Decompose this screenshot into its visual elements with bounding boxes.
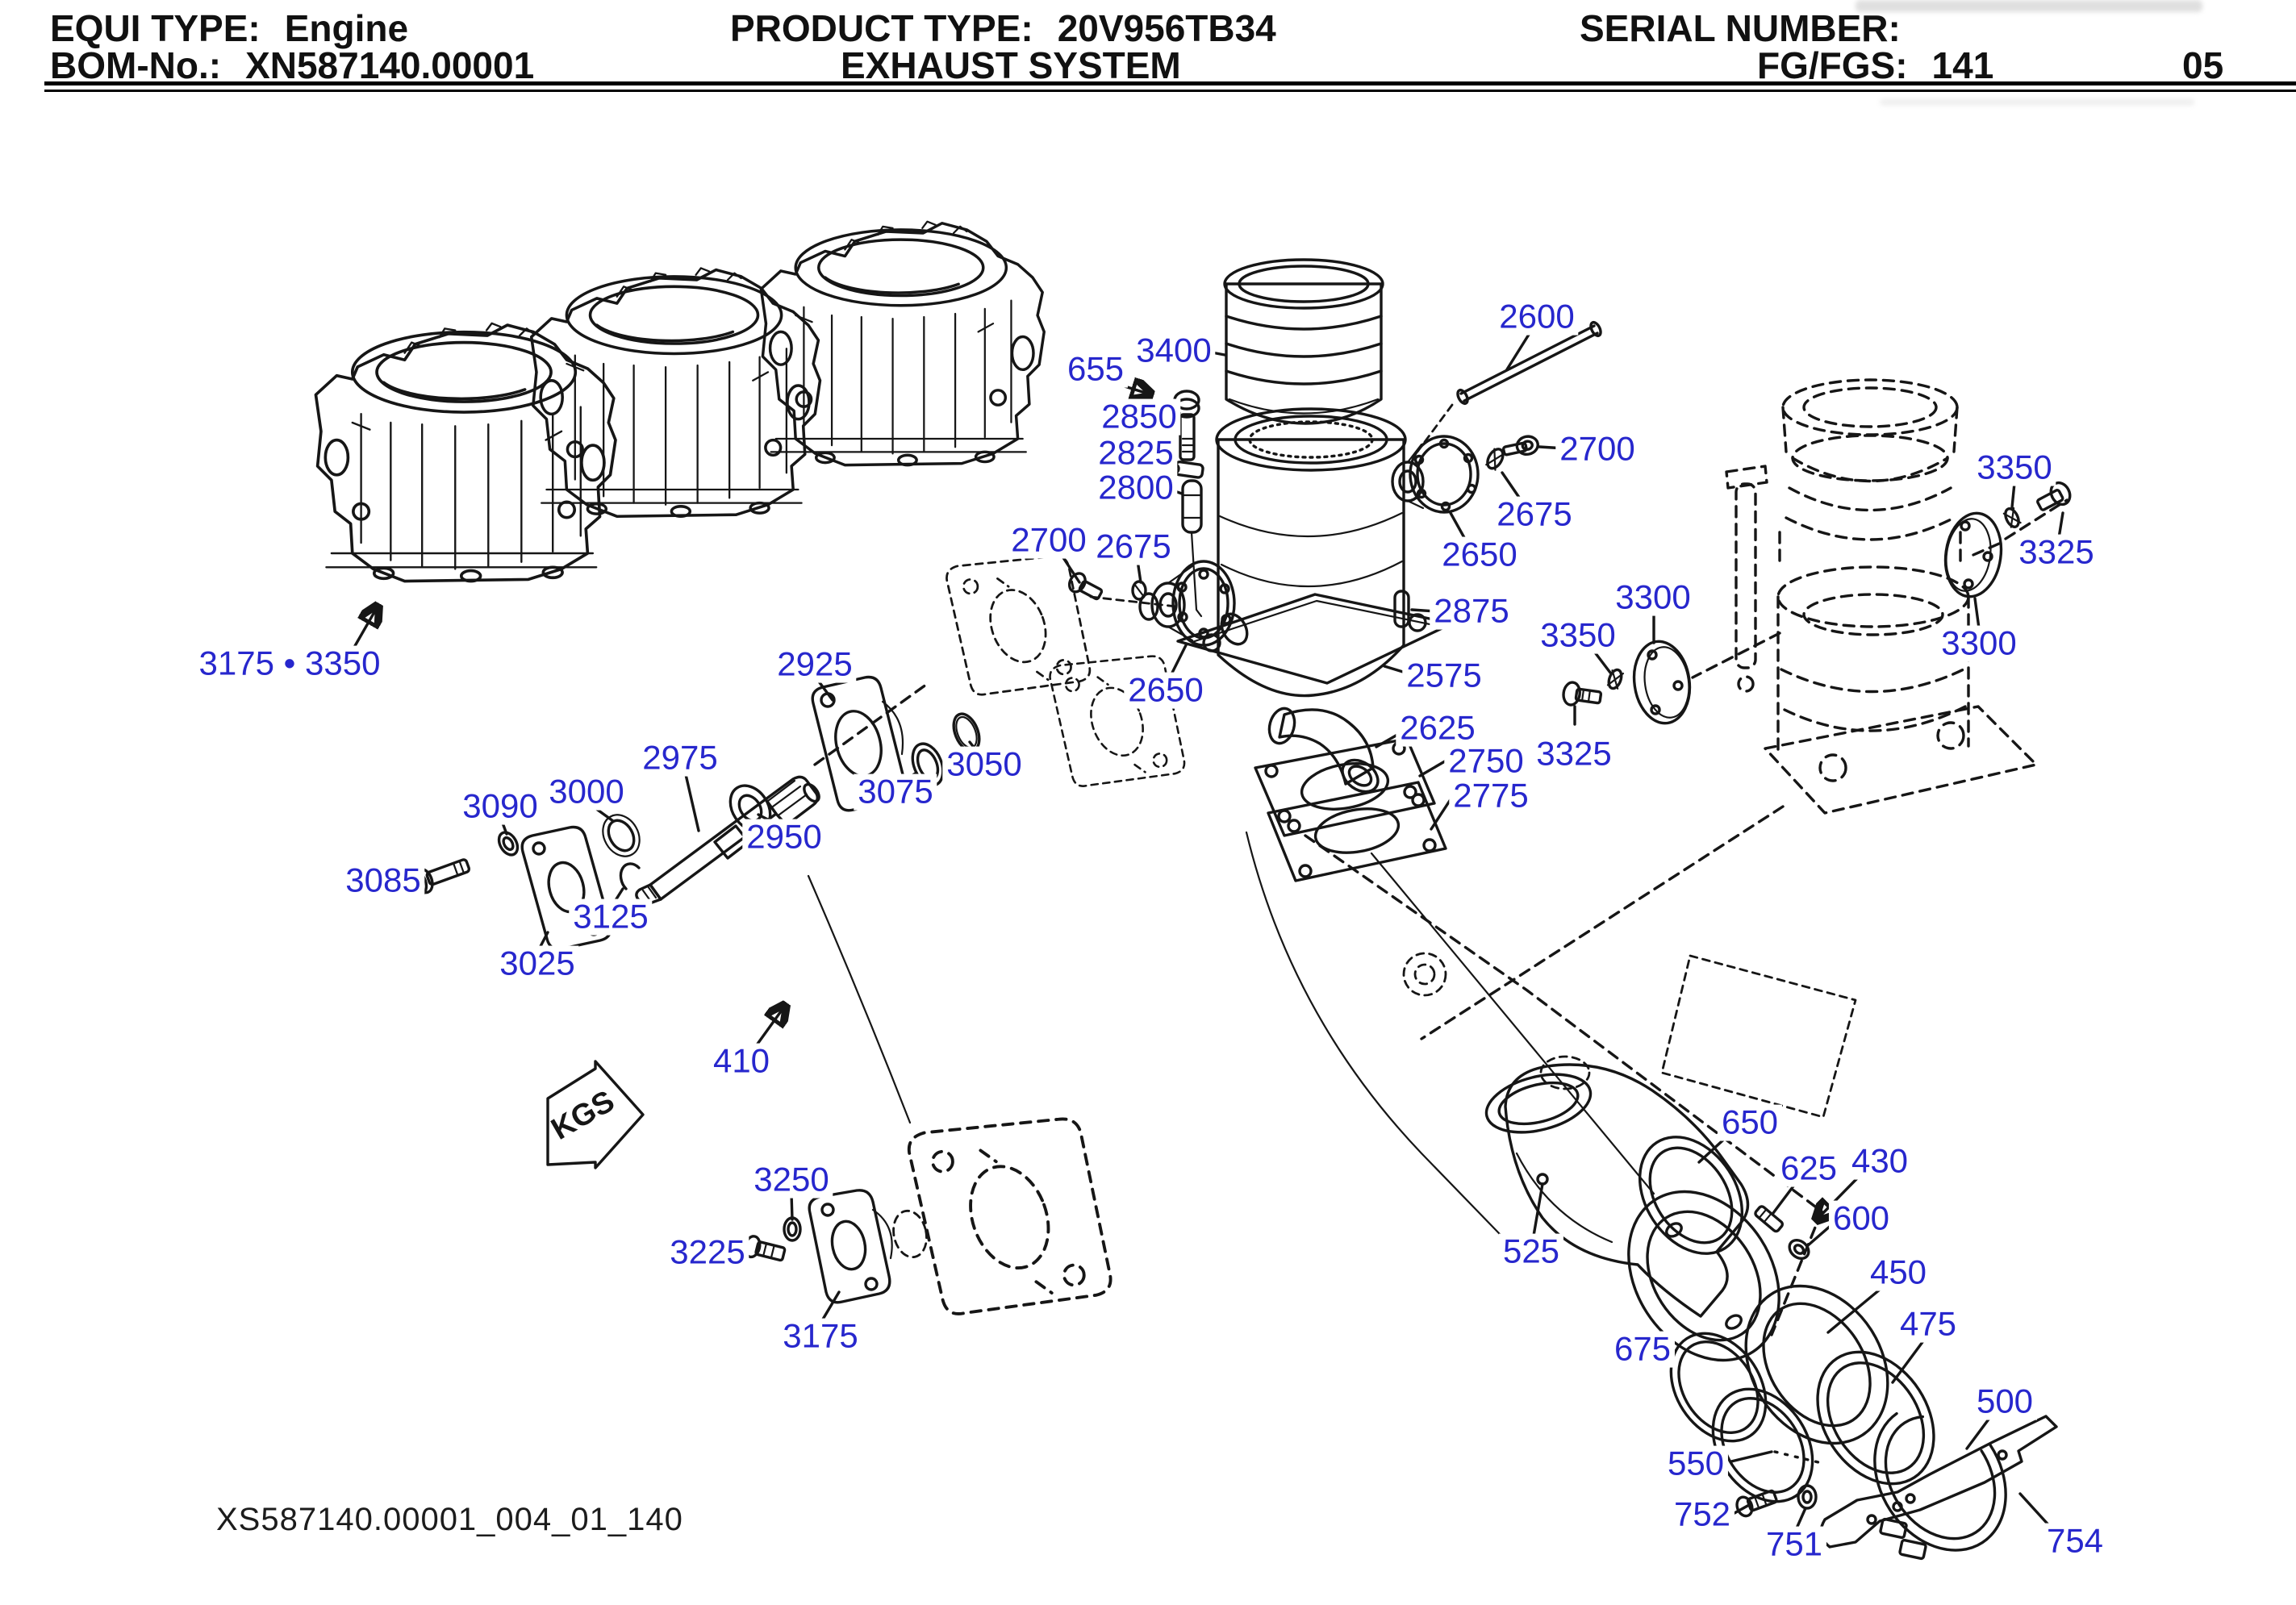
part-label-2875: 2875 — [1430, 593, 1513, 630]
part-label-3075: 3075 — [854, 773, 937, 811]
part-label-3400: 3400 — [1132, 332, 1216, 369]
part-label-3175: 3175 — [779, 1318, 862, 1355]
part-label-3090: 3090 — [458, 788, 542, 825]
part-label-3250: 3250 — [749, 1161, 833, 1199]
part-label-410: 410 — [708, 1043, 774, 1080]
part-label-3300: 3300 — [1611, 579, 1695, 616]
part-label-3300: 3300 — [1937, 625, 2021, 662]
product-type-label: PRODUCT TYPE: — [730, 7, 1033, 49]
header-product-type: PRODUCT TYPE: 20V956TB34 — [730, 10, 1276, 47]
part-label-3175-3350: 3175 • 3350 — [194, 645, 385, 682]
part-label-3125: 3125 — [569, 898, 653, 936]
part-label-2925: 2925 — [773, 646, 857, 683]
part-label-2700: 2700 — [1555, 431, 1639, 468]
header-rule-top — [44, 81, 2296, 85]
part-label-3325: 3325 — [2014, 534, 2098, 571]
part-label-500: 500 — [1972, 1383, 2038, 1420]
system-title: EXHAUST SYSTEM — [841, 44, 1181, 86]
part-label-3050: 3050 — [942, 746, 1026, 783]
bom-label: BOM-No.: — [50, 44, 222, 86]
part-label-3025: 3025 — [495, 945, 579, 982]
part-label-430: 430 — [1847, 1143, 1913, 1180]
part-label-2775: 2775 — [1449, 777, 1533, 815]
part-label-650: 650 — [1717, 1104, 1783, 1141]
part-label-751: 751 — [1761, 1526, 1827, 1563]
part-label-3085: 3085 — [341, 862, 425, 899]
part-label-2800: 2800 — [1094, 469, 1178, 507]
part-label-2675: 2675 — [1492, 496, 1576, 533]
part-label-2675: 2675 — [1092, 528, 1175, 565]
header-rule-bottom — [44, 90, 2296, 92]
part-label-2950: 2950 — [742, 819, 826, 856]
part-label-3350: 3350 — [1536, 617, 1620, 654]
cover-disc-right — [1943, 481, 2072, 598]
part-label-675: 675 — [1609, 1331, 1676, 1368]
part-label-655: 655 — [1062, 351, 1129, 388]
part-label-600: 600 — [1828, 1200, 1894, 1237]
expansion-joint-assembly — [1067, 258, 1602, 882]
part-label-450: 450 — [1865, 1254, 1931, 1291]
part-label-2750: 2750 — [1444, 743, 1528, 780]
header-equi-type: EQUI TYPE: Engine — [50, 10, 408, 47]
part-label-2575: 2575 — [1402, 657, 1486, 694]
fg-label: FG/FGS: — [1757, 44, 1908, 86]
part-label-2600: 2600 — [1495, 298, 1579, 336]
product-type-value: 20V956TB34 — [1057, 7, 1276, 49]
elbow-outlet-assembly — [1484, 1063, 2058, 1561]
part-label-475: 475 — [1895, 1306, 1961, 1343]
part-label-2650: 2650 — [1438, 536, 1522, 573]
part-label-2850: 2850 — [1097, 398, 1181, 436]
drawing-id: XS587140.00001_004_01_140 — [216, 1502, 683, 1537]
part-label-550: 550 — [1663, 1445, 1729, 1482]
header-bom: BOM-No.: XN587140.00001 — [50, 47, 534, 84]
right-pipe-assembly — [1420, 378, 2068, 1040]
part-label-3225: 3225 — [666, 1234, 749, 1271]
scan-artifact — [1856, 0, 2202, 12]
engine-mount-outline — [807, 831, 1857, 1336]
cover-disc-left — [1562, 640, 1692, 725]
header-fg: FG/FGS: 141 — [1757, 47, 1993, 84]
scan-artifact — [1880, 98, 2194, 106]
header-page-number: 05 — [2182, 47, 2223, 84]
part-label-2825: 2825 — [1094, 435, 1178, 472]
header-system-title: EXHAUST SYSTEM — [841, 47, 1181, 84]
equi-type-value: Engine — [284, 7, 409, 49]
part-label-2700: 2700 — [1007, 522, 1091, 559]
part-label-3350: 3350 — [1972, 449, 2056, 486]
part-label-754: 754 — [2042, 1523, 2108, 1560]
fg-value: 141 — [1931, 44, 1994, 86]
part-label-525: 525 — [1498, 1233, 1564, 1270]
part-label-3000: 3000 — [545, 773, 628, 811]
bom-value: XN587140.00001 — [245, 44, 535, 86]
part-label-752: 752 — [1669, 1496, 1735, 1533]
header-serial-number: SERIAL NUMBER: — [1580, 10, 1901, 47]
equi-type-label: EQUI TYPE: — [50, 7, 261, 49]
page-number: 05 — [2182, 44, 2224, 86]
part-label-3325: 3325 — [1532, 736, 1616, 773]
part-label-625: 625 — [1776, 1150, 1842, 1187]
part-label-2975: 2975 — [638, 740, 722, 777]
part-label-2650: 2650 — [1124, 672, 1208, 709]
part-label-2625: 2625 — [1396, 710, 1480, 747]
serial-number-label: SERIAL NUMBER: — [1580, 7, 1901, 49]
